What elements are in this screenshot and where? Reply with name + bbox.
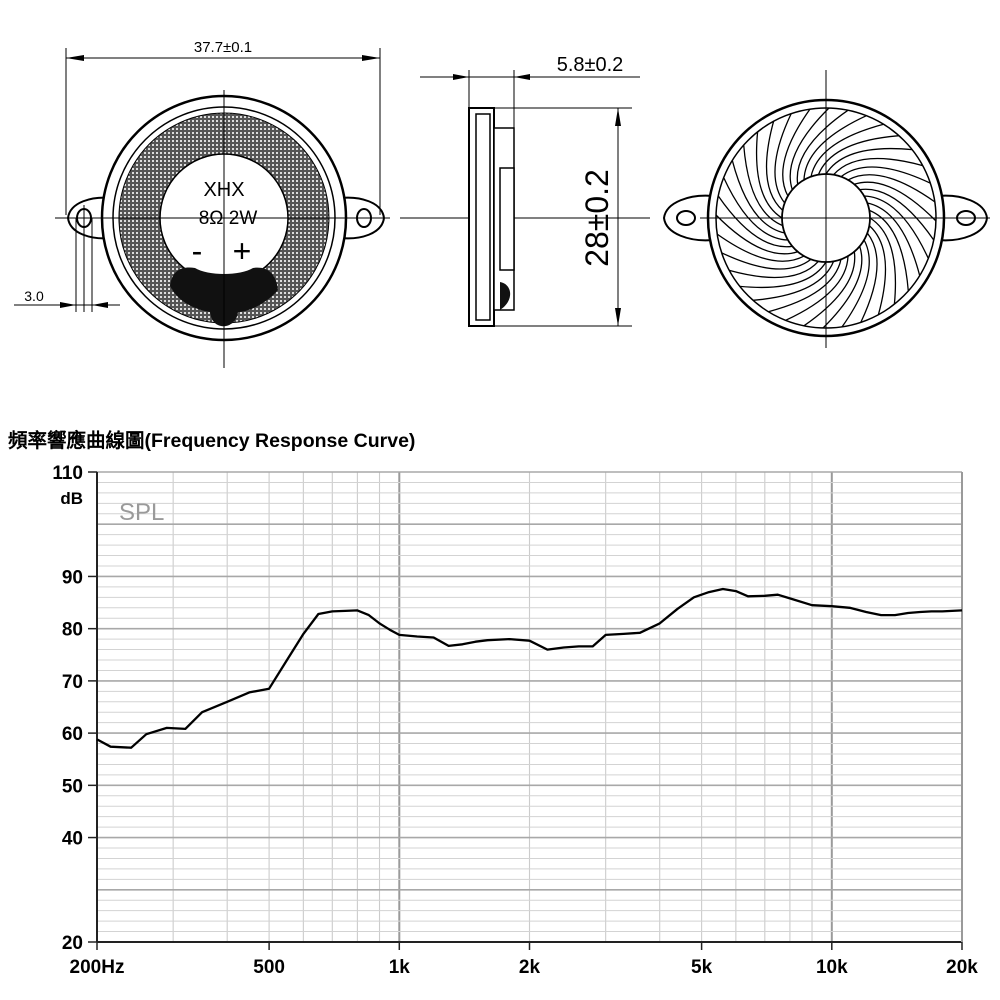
x-tick-label: 1k: [389, 957, 411, 978]
series-label: SPL: [119, 499, 164, 526]
spl-series-line: [96, 587, 963, 749]
y-tick-label: 20: [62, 933, 83, 954]
y-tick-label: 40: [62, 829, 83, 850]
swirl-blade: [864, 195, 929, 259]
y-tick-label: 80: [62, 620, 83, 641]
swirl-blade: [859, 188, 935, 241]
side-view: 5.8±0.2 28±0.2: [400, 54, 650, 327]
swirl-blade: [729, 260, 819, 279]
y-tick-label: 60: [62, 724, 83, 745]
swirl-blade: [810, 123, 884, 177]
chart-title: 頻率響應曲線圖(Frequency Response Curve): [8, 430, 416, 452]
swirl-blade: [739, 261, 827, 289]
x-tick-label: 10k: [816, 957, 848, 978]
brand-label: XHX: [203, 179, 244, 201]
front-view: XHX 8Ω 2W - + 37.7±0.1 3.0: [14, 39, 390, 368]
width-dimension: 37.7±0.1: [194, 39, 252, 56]
x-tick-label: 20k: [946, 957, 978, 978]
y-tick-label: 50: [62, 776, 83, 797]
swirl-blade: [782, 108, 811, 197]
y-tick-label: 90: [62, 567, 83, 588]
y-tick-label: 70: [62, 672, 83, 693]
swirl-blade: [743, 144, 783, 227]
minus-label: -: [192, 233, 203, 269]
swirl-blade: [822, 246, 863, 329]
swirl-blade: [715, 214, 798, 255]
swirl-blade: [825, 147, 913, 175]
x-tick-label: 500: [253, 957, 285, 978]
x-tick-label: 5k: [691, 957, 713, 978]
swirl-blade: [755, 131, 783, 219]
plus-label: +: [233, 233, 252, 269]
swirl-blade: [723, 177, 788, 241]
y-tick-label: 110: [52, 463, 83, 484]
swirl-blade: [854, 181, 937, 222]
swirl-blade: [721, 252, 812, 270]
swirl-blade: [869, 209, 909, 292]
swirl-blade: [785, 256, 849, 321]
swirl-blade: [833, 157, 923, 176]
x-tick-label: 2k: [519, 957, 541, 978]
thickness-dimension: 5.8±0.2: [557, 54, 624, 76]
back-view: [662, 70, 990, 348]
swirl-blade: [867, 202, 921, 276]
swirl-blade: [869, 217, 897, 305]
swirl-blade: [796, 109, 849, 185]
rating-label: 8Ω 2W: [199, 208, 258, 229]
y-axis-label: dB: [60, 489, 83, 508]
swirl-blade: [752, 261, 835, 301]
swirl-blade: [860, 232, 878, 323]
swirl-blade: [717, 195, 793, 248]
height-dimension: 28±0.2: [579, 169, 615, 267]
x-tick-label: 200Hz: [70, 957, 125, 978]
swirl-blade: [731, 160, 785, 234]
swirl-blade: [868, 225, 887, 315]
swirl-blade: [847, 174, 936, 203]
swirl-blade: [716, 233, 805, 262]
swirl-blade: [817, 135, 900, 175]
swirl-blade: [774, 113, 792, 204]
hole-dimension: 3.0: [24, 288, 44, 304]
swirl-blade: [765, 121, 784, 211]
swirl-blade: [841, 239, 870, 328]
technical-drawings: XHX 8Ω 2W - + 37.7±0.1 3.0 5.8±0.2 28±0.…: [14, 39, 990, 368]
swirl-blade: [840, 166, 931, 184]
swirl-blade: [768, 259, 842, 313]
swirl-blade: [789, 107, 830, 190]
swirl-blade: [803, 115, 867, 180]
swirl-blade: [803, 251, 856, 327]
